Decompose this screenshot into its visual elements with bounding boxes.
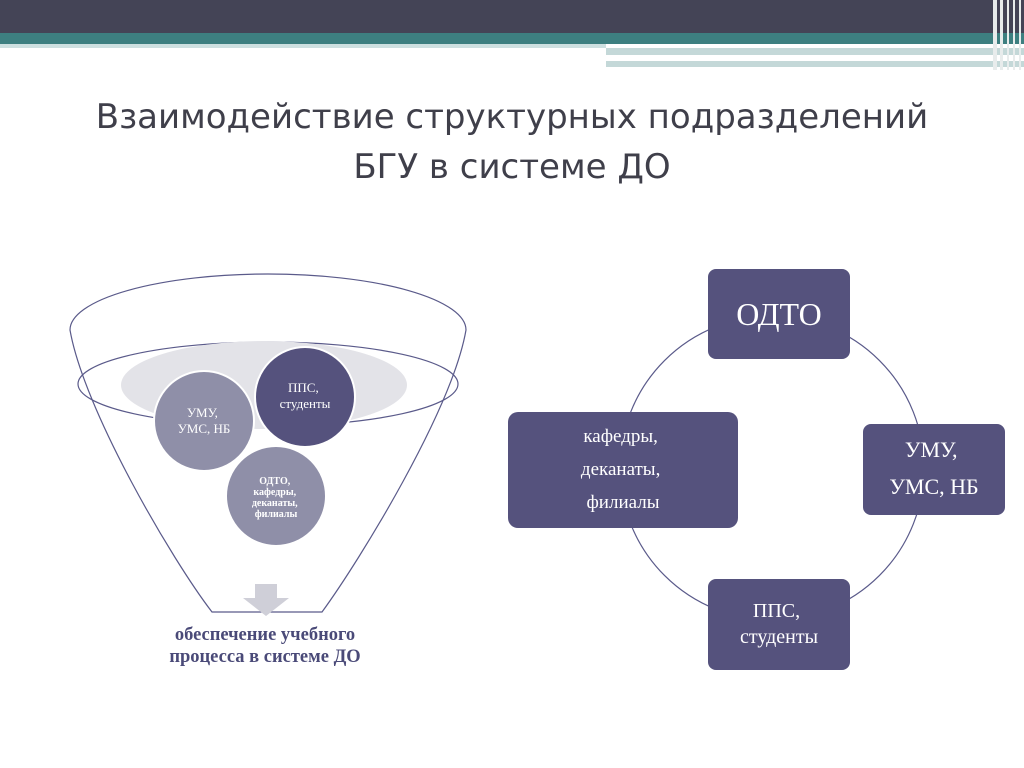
page-title: Взаимодействие структурных подразделений… (60, 92, 964, 192)
cycle-diagram: ОДТО УМУ, УМС, НБ ППС, студенты кафедры,… (508, 269, 1005, 670)
funnel-circle-umu-label: УМУ, УМС, НБ (178, 405, 231, 436)
cycle-node-kafedry (508, 412, 738, 528)
cycle-node-umu (863, 424, 1005, 515)
funnel-caption-line-2: процесса в системе ДО (169, 647, 361, 667)
funnel-caption: обеспечение учебного процесса в системе … (110, 624, 420, 668)
funnel-outline (69, 273, 467, 613)
funnel-circle-odto-label: ОДТО, кафедры, деканаты, филиалы (252, 476, 300, 520)
cycle-node-kafedry-label: кафедры, деканаты, филиалы (581, 426, 665, 513)
cycle-node-odto (708, 269, 850, 359)
header-decoration (0, 0, 1024, 70)
funnel: УМУ, УМС, НБ ППС, студенты ОДТО, кафедры… (69, 273, 467, 616)
cycle-node-pps (708, 579, 850, 670)
funnel-circle-umu (153, 370, 255, 472)
funnel-circle-pps-label: ППС, студенты (280, 380, 331, 411)
cycle-node-umu-label: УМУ, УМС, НБ (889, 437, 978, 499)
funnel-circle-pps (254, 346, 356, 448)
arrow-down-icon (243, 584, 289, 616)
cycle-node-odto-label: ОДТО (736, 296, 822, 332)
funnel-circle-odto (225, 445, 327, 547)
cycle-node-pps-label: ППС, студенты (740, 600, 818, 648)
title-line-1: Взаимодействие структурных подразделений (95, 97, 929, 137)
title-line-2: БГУ в системе ДО (353, 147, 671, 187)
funnel-caption-line-1: обеспечение учебного (174, 625, 356, 645)
